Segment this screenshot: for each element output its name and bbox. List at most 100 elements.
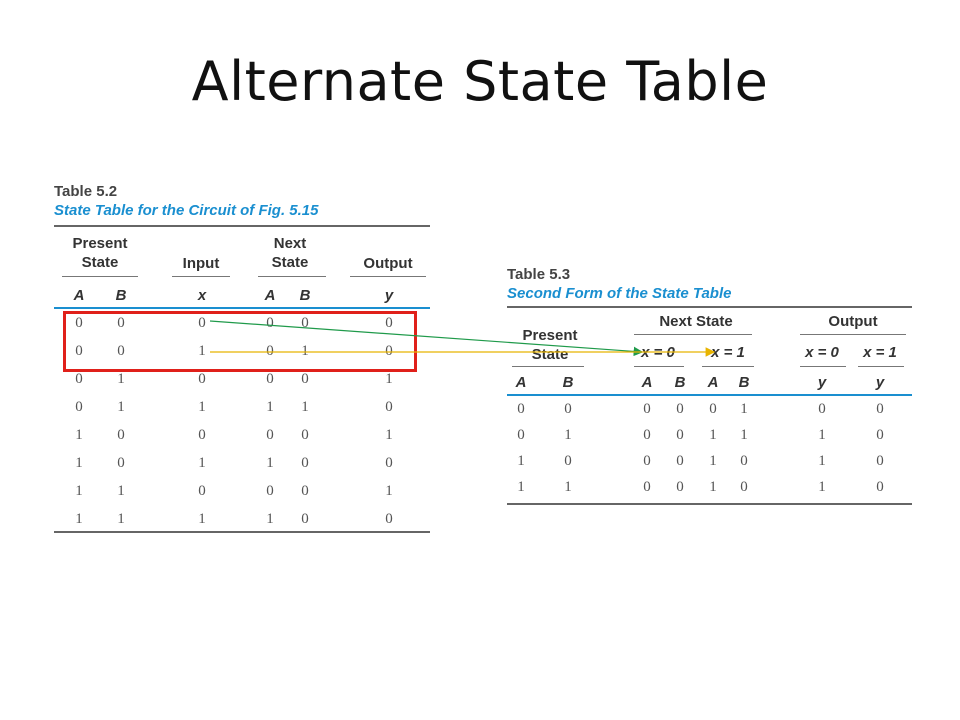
table-cell: 1	[517, 479, 525, 495]
table-cell: 1	[266, 455, 274, 471]
subheader-cell: A	[264, 287, 276, 304]
table-cell: 0	[740, 479, 748, 495]
table-cell: 1	[709, 453, 717, 469]
table-5-3-next-state-rule	[634, 334, 752, 335]
table-5-3-header-next-state: Next State	[659, 313, 733, 330]
table-cell: 0	[301, 371, 309, 387]
table-cell: 0	[117, 427, 125, 443]
subheader-cell: A	[707, 374, 719, 391]
table-cell: 1	[75, 511, 83, 527]
table-cell: 1	[301, 399, 309, 415]
subheader-cell: A	[641, 374, 653, 391]
table-cell: 0	[301, 483, 309, 499]
subheader-cell: y	[817, 374, 827, 391]
table-5-3-out-x0: x = 0	[805, 344, 839, 361]
table-5-3-out-x1: x = 1	[863, 344, 897, 361]
table-cell: 0	[266, 427, 274, 443]
table-5-2-header-present: Present State	[60, 234, 140, 272]
table-cell: 1	[75, 427, 83, 443]
table-cell: 0	[385, 399, 393, 415]
header-present-line2: State	[81, 254, 119, 271]
table-cell: 0	[266, 483, 274, 499]
subheader-cell: A	[515, 374, 527, 391]
table-5-2-group-rule-input	[172, 276, 230, 277]
table-5-3-header-rule	[507, 394, 912, 396]
green-arrow	[209, 320, 644, 357]
table-cell: 1	[564, 427, 572, 443]
subheader-cell: y	[384, 287, 394, 304]
table-cell: 1	[385, 371, 393, 387]
table-cell: 0	[876, 479, 884, 495]
table-cell: 0	[266, 371, 274, 387]
subheader-cell: B	[562, 374, 574, 391]
table-5-2-header-rule	[54, 307, 430, 309]
table-cell: 1	[266, 399, 274, 415]
table-cell: 1	[266, 511, 274, 527]
header-next-line2: State	[271, 254, 309, 271]
header-present-line2: State	[531, 346, 569, 363]
table-cell: 0	[266, 315, 274, 331]
table-5-2-header-input: Input	[182, 255, 220, 272]
table-cell: 0	[117, 455, 125, 471]
subheader-cell: y	[875, 374, 885, 391]
table-cell: 1	[117, 399, 125, 415]
table-cell: 0	[517, 401, 525, 417]
table-cell: 1	[818, 453, 826, 469]
table-5-3-x0-rule	[634, 366, 684, 367]
table-cell: 0	[643, 479, 651, 495]
table-cell: 1	[301, 343, 309, 359]
table-cell: 0	[117, 315, 125, 331]
table-cell: 1	[385, 427, 393, 443]
table-cell: 1	[740, 401, 748, 417]
table-cell: 0	[301, 427, 309, 443]
table-5-2-number: Table 5.2	[54, 183, 118, 200]
table-cell: 1	[75, 455, 83, 471]
table-cell: 1	[198, 511, 206, 527]
table-5-3-next-x1: x = 1	[711, 344, 745, 361]
table-cell: 0	[117, 343, 125, 359]
table-cell: 1	[517, 453, 525, 469]
table-cell: 0	[198, 315, 206, 331]
table-cell: 0	[385, 511, 393, 527]
table-cell: 0	[564, 401, 572, 417]
table-5-2-header-next: Next State	[252, 234, 328, 272]
table-cell: 0	[301, 315, 309, 331]
table-cell: 1	[709, 479, 717, 495]
table-cell: 1	[117, 483, 125, 499]
table-5-3-output-rule	[800, 334, 906, 335]
table-5-3-header-output: Output	[828, 313, 878, 330]
subheader-cell: B	[738, 374, 750, 391]
table-cell: 1	[385, 483, 393, 499]
table-cell: 0	[301, 455, 309, 471]
table-cell: 0	[818, 401, 826, 417]
table-cell: 0	[75, 315, 83, 331]
table-cell: 1	[740, 427, 748, 443]
table-cell: 0	[75, 371, 83, 387]
table-5-3-number: Table 5.3	[507, 266, 571, 283]
subheader-cell: x	[197, 287, 207, 304]
table-cell: 0	[876, 401, 884, 417]
table-cell: 0	[876, 453, 884, 469]
table-5-2-caption: State Table for the Circuit of Fig. 5.15	[54, 202, 319, 219]
table-5-3-present-rule	[512, 366, 584, 367]
table-cell: 0	[75, 343, 83, 359]
table-cell: 0	[676, 479, 684, 495]
table-cell: 0	[564, 453, 572, 469]
table-5-3-caption: Second Form of the State Table	[507, 285, 732, 302]
table-cell: 0	[266, 343, 274, 359]
table-cell: 0	[198, 427, 206, 443]
table-cell: 0	[198, 371, 206, 387]
table-5-3-bottom-rule	[507, 503, 912, 505]
table-cell: 0	[301, 511, 309, 527]
table-cell: 0	[740, 453, 748, 469]
table-5-2-group-rule-output	[350, 276, 426, 277]
table-cell: 0	[676, 401, 684, 417]
header-present-line1: Present	[72, 235, 128, 252]
table-cell: 0	[198, 483, 206, 499]
table-cell: 0	[643, 453, 651, 469]
table-cell: 0	[385, 343, 393, 359]
table-cell: 1	[564, 479, 572, 495]
table-cell: 0	[517, 427, 525, 443]
subheader-cell: B	[674, 374, 686, 391]
